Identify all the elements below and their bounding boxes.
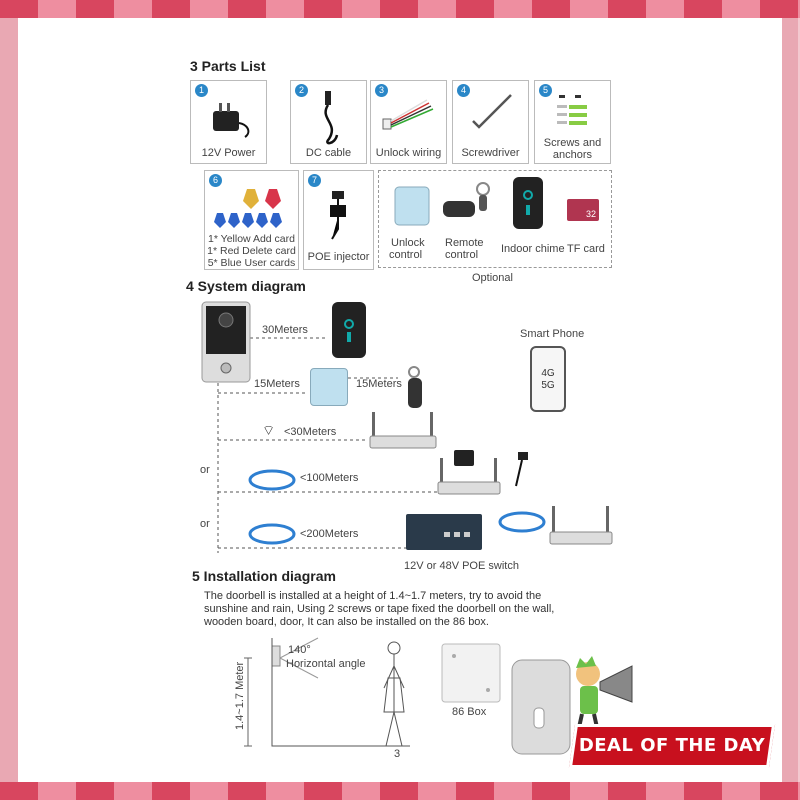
power-adapter-icon — [213, 103, 250, 138]
network-cable-icon — [248, 469, 296, 491]
part-label-line3: 5* Blue User cards — [207, 257, 296, 269]
page-number: 3 — [394, 748, 401, 760]
phone-4g: 4G — [541, 368, 555, 379]
part-number: 6 — [209, 174, 222, 187]
rfid-tags-icon — [214, 189, 282, 228]
remote-control-icon — [443, 182, 490, 217]
poe-injector-icon — [330, 191, 346, 240]
distance-200: <200Meters — [300, 528, 359, 540]
86-box-label: 86 Box — [452, 706, 487, 718]
unlock-control-icon — [310, 368, 348, 406]
install-text-line1: The doorbell is installed at a height of… — [204, 590, 542, 602]
distance-remote: 15Meters — [356, 378, 402, 390]
part-item-screwdriver: 4 Screwdriver — [452, 80, 529, 164]
system-diagram-title: 4 System diagram — [186, 278, 306, 294]
smart-phone-label: Smart Phone — [520, 328, 585, 340]
phone-5g: 5G — [541, 380, 555, 391]
wiring-icon — [382, 99, 434, 130]
install-text-line3: wooden board, door, It can also be insta… — [204, 616, 489, 628]
or-label: or — [200, 464, 210, 476]
network-cable-icon — [248, 523, 296, 545]
power-adapter-icon — [454, 450, 474, 466]
part-item-unlock-wiring: 3 Unlock wiring — [370, 80, 447, 164]
part-item-power: 1 12V Power — [190, 80, 267, 164]
optional-label-line1: Remote — [445, 237, 484, 249]
badge-text: DEAL OF THE DAY — [578, 735, 766, 756]
deal-of-the-day-badge: DEAL OF THE DAY — [568, 724, 776, 768]
part-label: DC cable — [305, 147, 352, 159]
part-label-line1: Screws and — [543, 137, 602, 149]
wifi-icon: ⌔ — [262, 422, 276, 438]
router-icon — [437, 458, 501, 495]
part-item-dc-cable: 2 DC cable — [290, 80, 367, 164]
optional-caption: Optional — [472, 272, 513, 284]
installation-diagram-lines — [244, 637, 410, 747]
optional-label: Indoor chime — [501, 243, 565, 255]
part-label-line2: anchors — [552, 149, 593, 161]
system-diagram-lines — [217, 337, 438, 553]
part-number: 7 — [308, 174, 321, 187]
optional-label-line2: control — [445, 249, 479, 261]
86-box-icon — [441, 643, 501, 703]
optional-label-line1: Unlock — [391, 237, 425, 249]
optional-accessories: Unlock control Remote control Indoor chi… — [378, 170, 612, 268]
part-number: 3 — [375, 84, 388, 97]
distance-chime: 30Meters — [262, 324, 308, 336]
poe-injector-icon — [515, 452, 528, 487]
indoor-chime-icon — [513, 177, 543, 229]
screwdriver-icon — [472, 94, 512, 129]
tf-card-capacity: 32 — [585, 209, 596, 219]
optional-label-line2: control — [389, 249, 423, 261]
part-label-line1: 1* Yellow Add card — [208, 233, 295, 245]
distance-100: <100Meters — [300, 472, 359, 484]
mounting-bracket-icon — [511, 659, 571, 755]
network-cable-icon — [498, 511, 546, 533]
frame-bottom — [0, 782, 800, 800]
indoor-chime-icon — [332, 302, 366, 358]
poe-switch-icon — [406, 514, 482, 550]
screws-icon — [557, 95, 587, 125]
part-item-poe-injector: 7 POE injector — [303, 170, 374, 270]
remote-control-icon — [408, 366, 422, 408]
part-label-line2: 1* Red Delete card — [207, 245, 296, 257]
parts-list-title: 3 Parts List — [190, 58, 266, 74]
dc-cable-icon — [324, 91, 339, 145]
height-label: 1.4~1.7 Meter — [234, 661, 246, 730]
manual-page: 3 Parts List 1 12V Power 2 DC cable 3 Un… — [18, 18, 782, 782]
smart-phone-icon: 4G 5G — [530, 346, 566, 412]
poe-switch-caption: 12V or 48V POE switch — [404, 560, 519, 572]
frame-top — [0, 0, 800, 18]
or-label: or — [200, 518, 210, 530]
angle-value: 140° — [288, 644, 311, 656]
installation-title: 5 Installation diagram — [192, 568, 336, 584]
tf-card-icon: 32 — [567, 199, 599, 221]
router-icon — [549, 506, 613, 545]
doorbell-icon — [201, 301, 251, 383]
part-item-screws: 5 Screws and anchors — [534, 80, 611, 164]
optional-label: TF card — [567, 243, 605, 255]
part-number: 1 — [195, 84, 208, 97]
part-label: Unlock wiring — [375, 147, 442, 159]
install-text-line2: sunshine and rain, Using 2 screws or tap… — [204, 603, 555, 615]
part-item-rfid-tags: 6 1* Yellow Add card 1* Red Delete card … — [204, 170, 299, 270]
distance-unlock: 15Meters — [254, 378, 300, 390]
part-number: 4 — [457, 84, 470, 97]
unlock-control-icon — [394, 186, 430, 226]
angle-label: Horizontal angle — [286, 658, 366, 670]
part-label: 12V Power — [201, 147, 256, 159]
part-number: 2 — [295, 84, 308, 97]
part-label: Screwdriver — [461, 147, 520, 159]
part-label: POE injector — [307, 251, 370, 263]
distance-wifi: <30Meters — [284, 426, 337, 438]
router-icon — [369, 412, 437, 449]
part-number: 5 — [539, 84, 552, 97]
